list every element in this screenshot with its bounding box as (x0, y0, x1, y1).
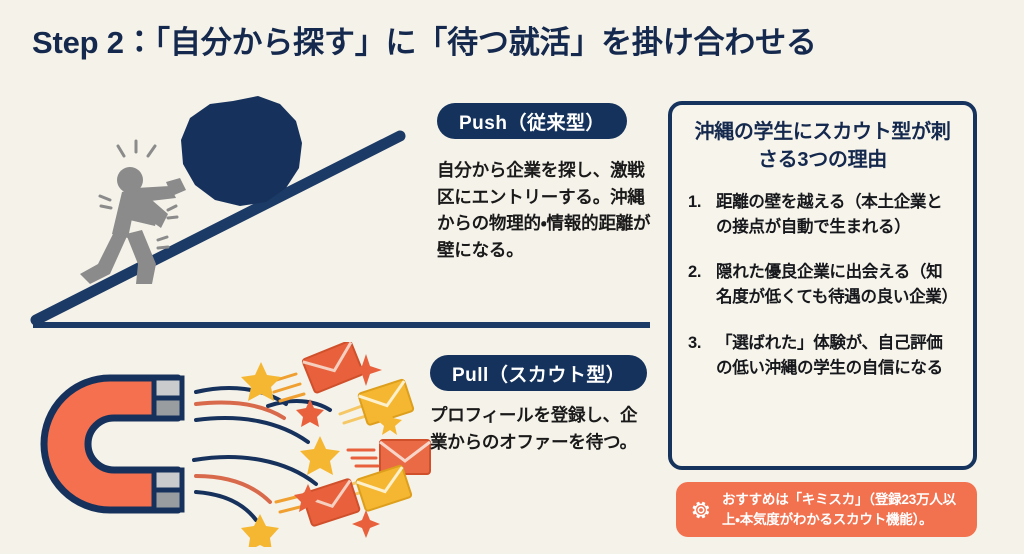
envelope-icon (301, 342, 364, 394)
slope-line (30, 130, 406, 326)
reasons-panel: 沖縄の学生にスカウト型が刺さる3つの理由 1. 距離の壁を越える（本土企業との接… (668, 101, 977, 470)
page-title: Step 2：「自分から探す」に「待つ就活」を掛け合わせる (32, 25, 817, 60)
reasons-panel-title: 沖縄の学生にスカウト型が刺さる3つの理由 (694, 121, 951, 171)
effort-marks (98, 139, 179, 250)
person-icon (80, 167, 186, 284)
star-icon (294, 484, 322, 512)
list-item: 3. 「選ばれた」体験が、自己評価の低い沖縄の学生の自信になる (688, 331, 957, 381)
star-icon (377, 410, 402, 435)
star-icon (300, 436, 340, 475)
pull-illustration (18, 342, 438, 547)
gear-icon (690, 499, 712, 521)
star-icon (241, 362, 281, 401)
list-item-text: 「選ばれた」体験が、自己評価の低い沖縄の学生の自信になる (716, 333, 943, 377)
field-lines (192, 386, 332, 522)
list-item: 1. 距離の壁を越える（本土企業との接点が自動で生まれる） (688, 190, 957, 240)
push-badge: Push（従来型） (437, 103, 627, 139)
list-item-number: 2. (688, 263, 702, 282)
boulder-icon (181, 96, 302, 206)
recommendation-banner-text: おすすめは「キミスカ」（登録23万人以上・本気度がわかるスカウト機能）。 (722, 491, 956, 527)
list-item-number: 3. (688, 333, 702, 352)
baseline-divider (33, 322, 650, 328)
list-item-text: 隠れた優良企業に出会える（知名度が低くても待遇の良い企業） (716, 263, 958, 307)
pull-description: プロフィールを登録し、企業からのオファーを待つ。 (430, 405, 638, 452)
star-icon (241, 514, 279, 547)
push-description: 自分から企業を探し、激戦区にエントリーする。沖縄からの物理的・情報的距離が壁にな… (437, 160, 651, 260)
sparkle-icon (352, 510, 380, 538)
pull-badge: Pull（スカウト型） (430, 355, 648, 391)
magnet-icon (40, 374, 185, 514)
list-item: 2. 隠れた優良企業に出会える（知名度が低くても待遇の良い企業） (688, 260, 958, 310)
list-item-text: 距離の壁を越える（本土企業との接点が自動で生まれる） (716, 193, 943, 237)
envelope-icon (355, 464, 413, 512)
recommendation-banner: おすすめは「キミスカ」（登録23万人以上・本気度がわかるスカウト機能）。 (676, 482, 977, 537)
star-icon (296, 399, 324, 427)
reasons-list: 1. 距離の壁を越える（本土企業との接点が自動で生まれる） 2. 隠れた優良企業… (688, 190, 958, 381)
list-item-number: 1. (688, 193, 702, 212)
sparkle-icon (350, 354, 382, 386)
push-illustration (18, 88, 438, 333)
